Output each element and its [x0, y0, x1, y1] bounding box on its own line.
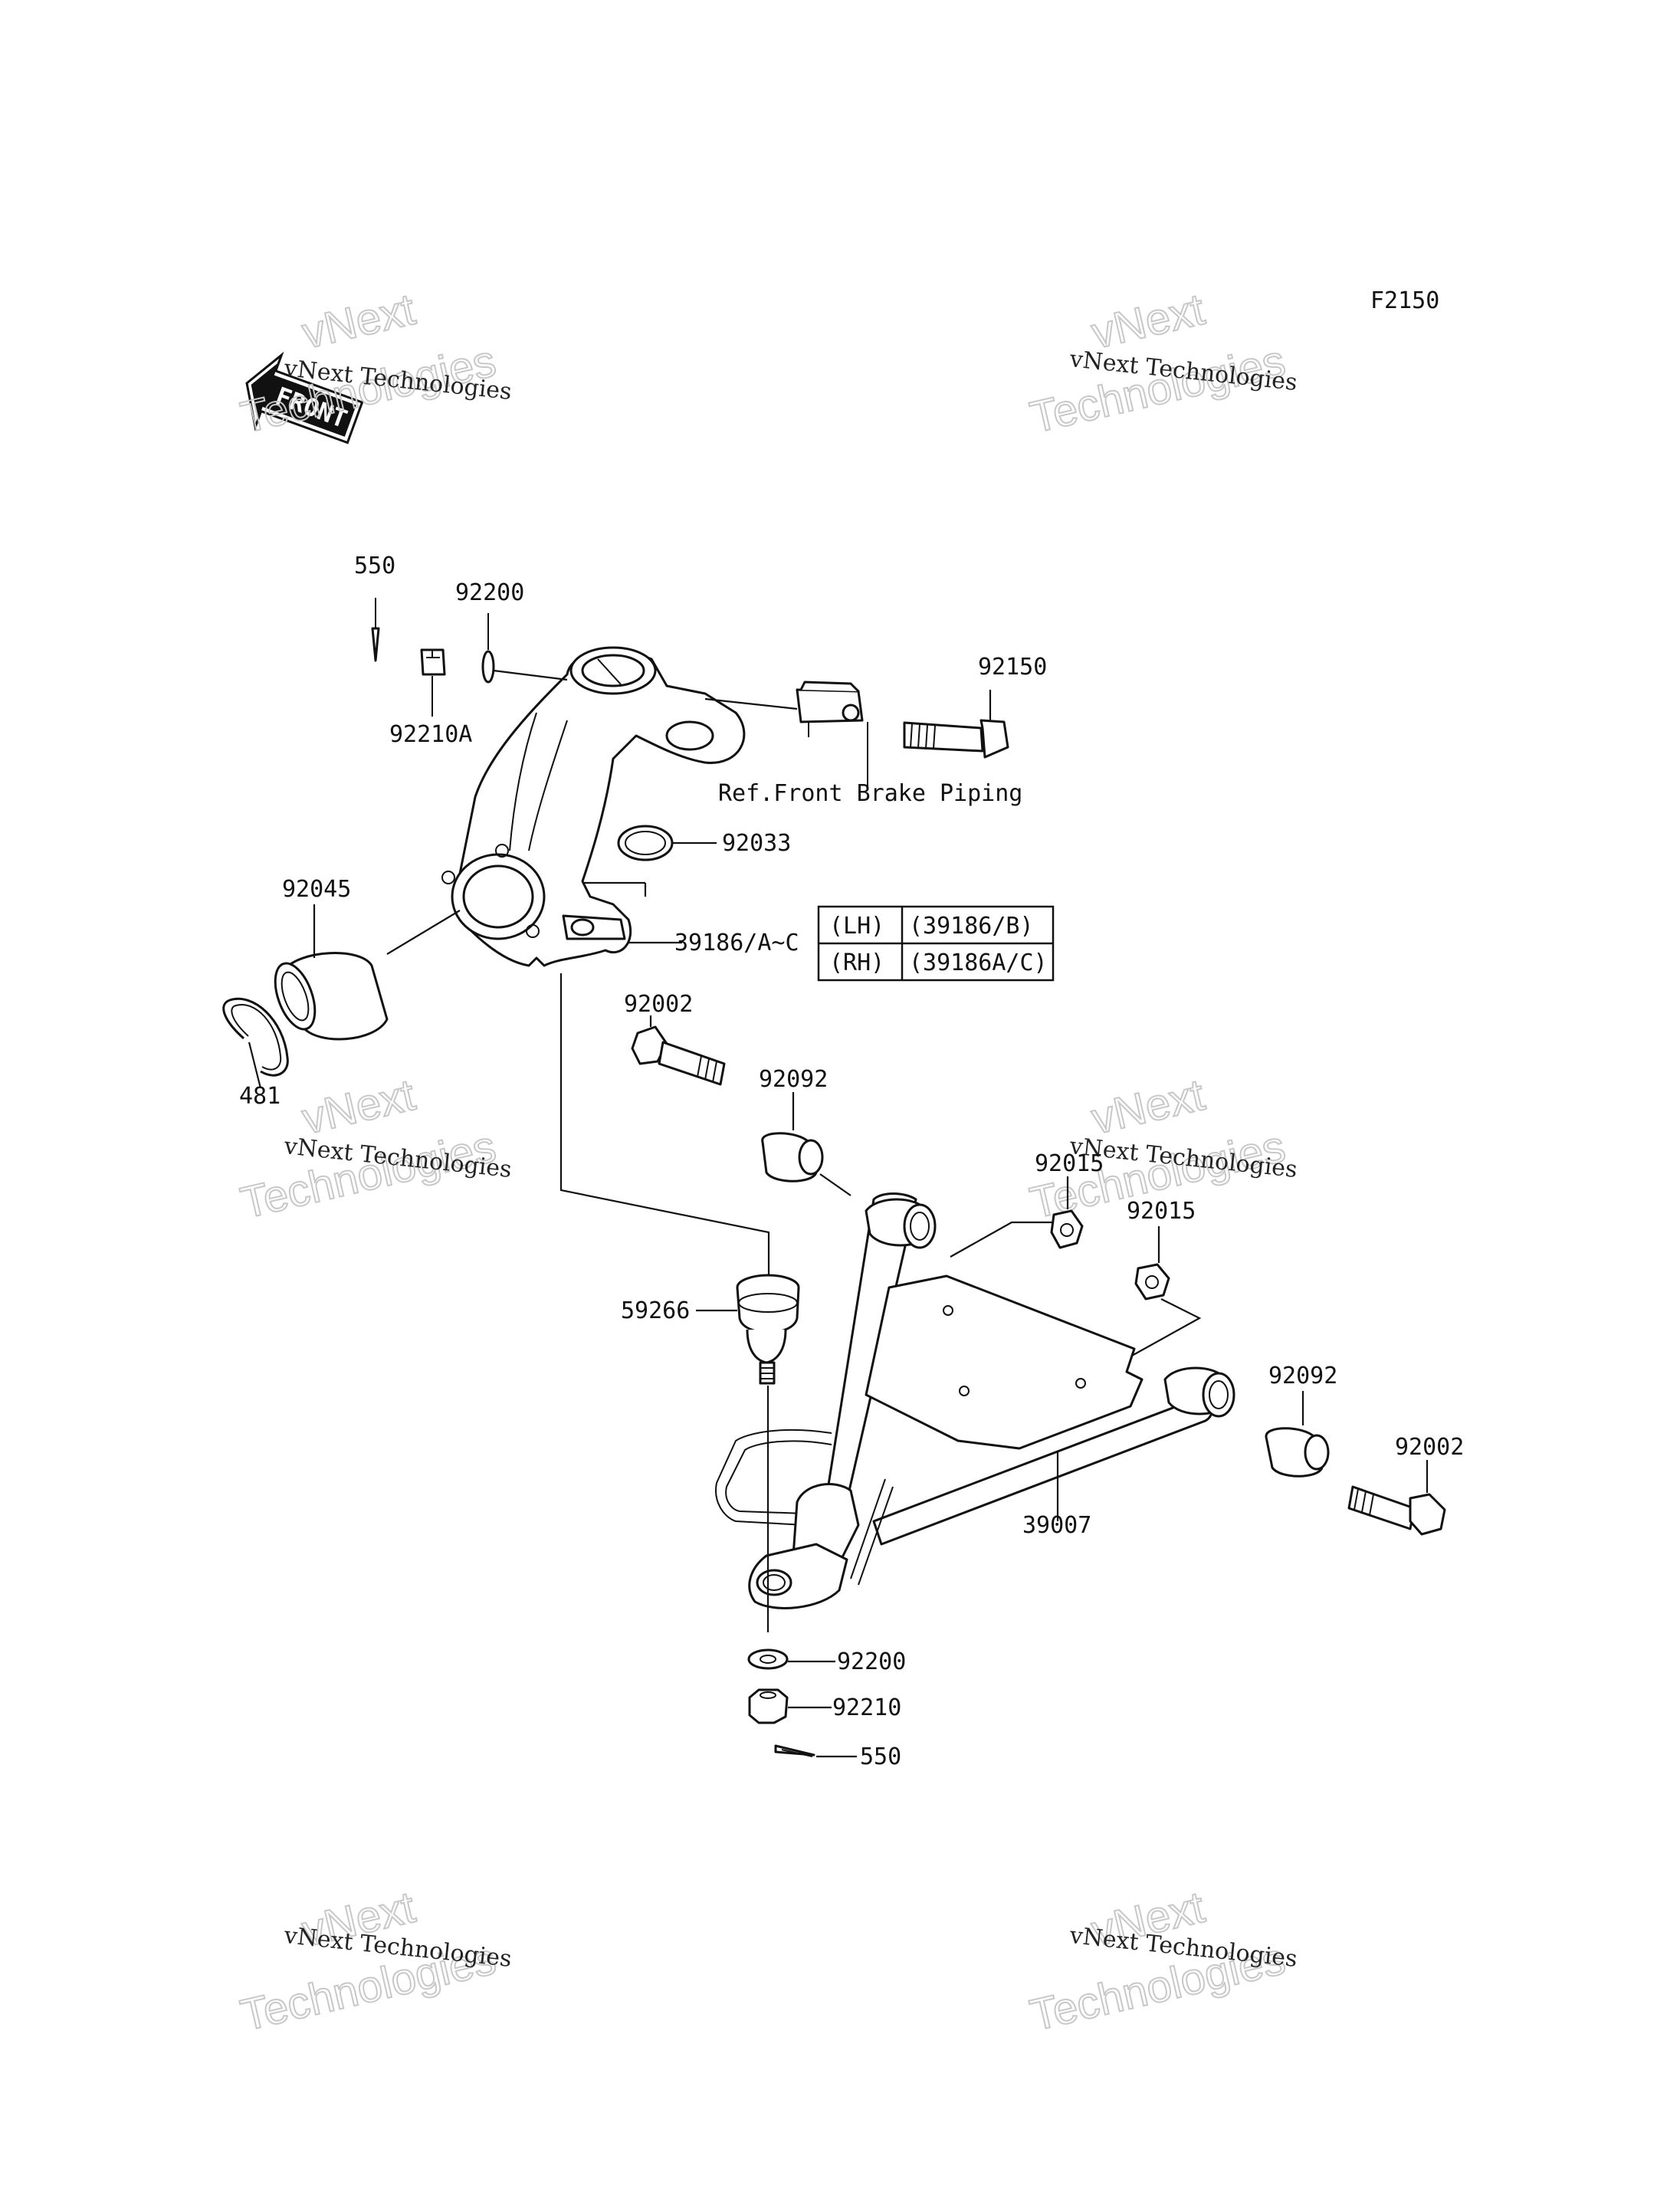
bushing-left — [761, 1132, 824, 1183]
reference-note: Ref.Front Brake Piping — [718, 780, 1022, 807]
table-row-rh-part: (39186A/C) — [909, 950, 1048, 976]
watermark-top-right: vNext Technologies vNext Technologies — [1025, 284, 1298, 444]
lower-a-arm — [715, 1192, 1235, 1609]
leader-circlip-large — [248, 1041, 262, 1089]
label-bolt-knuckle: 92150 — [978, 654, 1047, 681]
label-nut-bottom: 92210 — [832, 1694, 901, 1721]
label-circlip-large: 481 — [239, 1083, 281, 1110]
cotter-pin-top — [371, 598, 380, 662]
label-cotter-pin-bottom: 550 — [860, 1743, 901, 1770]
label-nut-left: 92015 — [1035, 1150, 1104, 1177]
circlip-small — [617, 825, 674, 861]
label-bushing-right: 92092 — [1268, 1363, 1337, 1389]
label-cotter-pin-top: 550 — [354, 553, 395, 579]
washer-top — [481, 613, 495, 684]
watermark-bottom-left: vNext Technologies vNext Technologies — [235, 1881, 513, 2042]
label-nut-right: 92015 — [1127, 1198, 1196, 1225]
bushing-right — [1265, 1427, 1330, 1478]
svg-text:vNext: vNext — [297, 1070, 419, 1144]
knuckle-bolt — [903, 719, 1009, 759]
table-row-lh-side: (LH) — [829, 913, 884, 940]
leader-nut-left-arm — [950, 1221, 1054, 1258]
leader-clamp — [704, 697, 798, 710]
diagram-code: F2150 — [1370, 287, 1439, 314]
svg-text:vNext: vNext — [297, 284, 419, 359]
label-nut-top: 92210A — [389, 721, 472, 748]
label-bearing: 92045 — [282, 876, 351, 903]
label-washer-bottom: 92200 — [837, 1648, 906, 1675]
svg-text:vNext: vNext — [1087, 284, 1209, 359]
leader-bearing-to-knuckle — [386, 910, 461, 955]
label-lower-arm: 39007 — [1022, 1512, 1091, 1539]
svg-text:vNext: vNext — [1087, 1070, 1209, 1144]
label-circlip-small: 92033 — [722, 830, 791, 857]
label-knuckle: 39186/A~C — [674, 930, 799, 956]
label-bushing-left: 92092 — [759, 1066, 828, 1093]
castle-nut-top — [420, 648, 446, 717]
label-bolt-left: 92002 — [624, 991, 693, 1018]
label-ball-joint: 59266 — [621, 1297, 690, 1324]
label-washer-top: 92200 — [455, 579, 524, 606]
wheel-bearing — [274, 952, 389, 1041]
flange-nut-left — [1050, 1209, 1084, 1249]
table-row-lh-part: (39186/B) — [909, 913, 1034, 940]
steering-knuckle — [441, 646, 746, 967]
castle-nut-bottom — [748, 1688, 789, 1724]
table-row-rh-side: (RH) — [829, 950, 884, 976]
circlip-large — [222, 997, 289, 1077]
leader-knuckle-to-balljoint — [559, 973, 770, 1276]
variant-table: (LH) (39186/B) (RH) (39186A/C) — [817, 905, 1055, 982]
leader-washer-top — [493, 669, 568, 681]
cotter-pin-bottom — [774, 1744, 815, 1757]
brake-pipe-clamp — [796, 681, 868, 789]
washer-bottom — [747, 1648, 789, 1670]
ball-joint — [736, 1274, 800, 1385]
leader-bushing-left-2 — [819, 1173, 851, 1196]
flange-nut-right — [1134, 1263, 1170, 1301]
arm-bolt-right — [1347, 1485, 1446, 1536]
arm-bolt-left — [631, 1025, 726, 1086]
leader-nut-right-arm — [1130, 1298, 1202, 1357]
watermark-bottom-right: vNext Technologies vNext Technologies — [1025, 1881, 1298, 2042]
label-bolt-right: 92002 — [1395, 1434, 1464, 1461]
